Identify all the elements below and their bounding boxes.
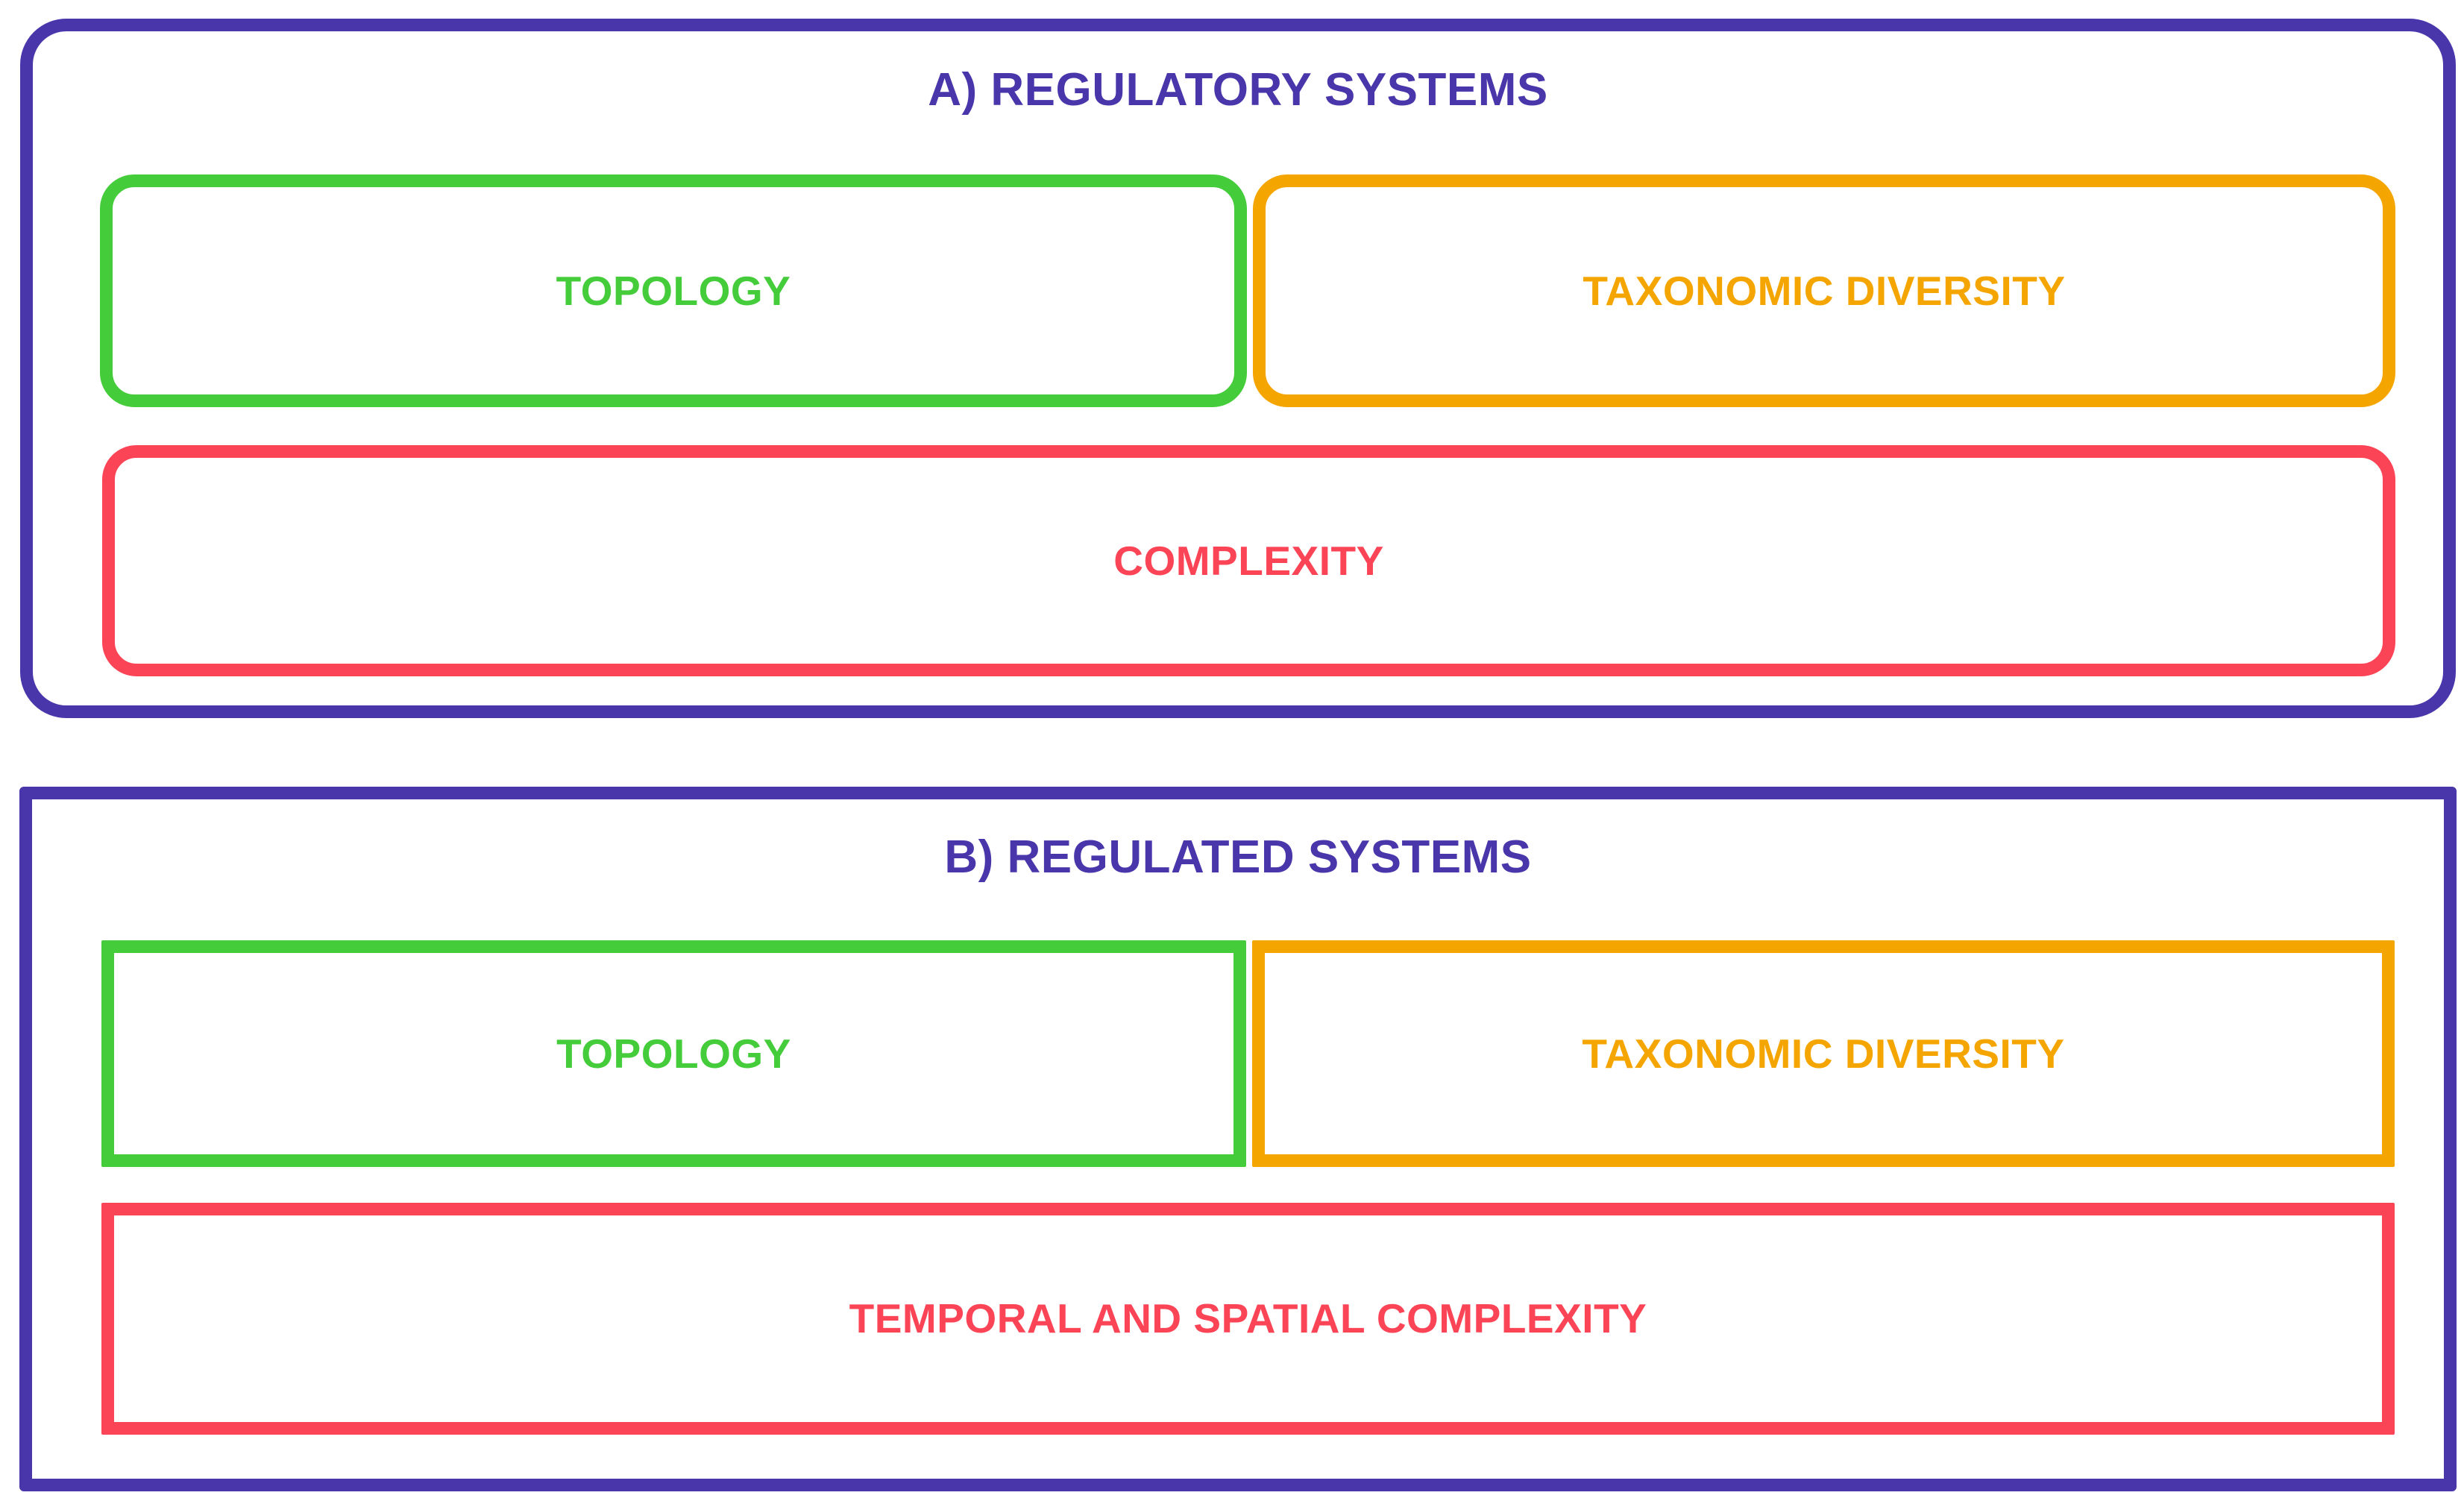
panel-b-topology-label: TOPOLOGY — [556, 1030, 791, 1077]
panel-b-box-temporal-spatial-complexity: TEMPORAL AND SPATIAL COMPLEXITY — [101, 1203, 2395, 1435]
panel-a-topology-label: TOPOLOGY — [556, 267, 791, 314]
panel-b-box-taxonomic-diversity: TAXONOMIC DIVERSITY — [1252, 940, 2395, 1167]
panel-a-box-taxonomic-diversity: TAXONOMIC DIVERSITY — [1253, 174, 2395, 407]
panel-a-box-complexity: COMPLEXITY — [102, 445, 2395, 676]
panel-b-title: B) REGULATED SYSTEMS — [944, 831, 1532, 883]
panel-b-taxonomic-diversity-label: TAXONOMIC DIVERSITY — [1582, 1030, 2065, 1077]
panel-a-title: A) REGULATORY SYSTEMS — [928, 64, 1548, 116]
panel-a-taxonomic-diversity-label: TAXONOMIC DIVERSITY — [1583, 267, 2066, 314]
panel-a-box-topology: TOPOLOGY — [100, 174, 1247, 407]
panel-b-temporal-spatial-complexity-label: TEMPORAL AND SPATIAL COMPLEXITY — [849, 1295, 1647, 1341]
panel-a-complexity-label: COMPLEXITY — [1113, 537, 1384, 584]
panel-regulatory-systems: A) REGULATORY SYSTEMS TOPOLOGY TAXONOMIC… — [20, 19, 2456, 718]
panel-b-box-topology: TOPOLOGY — [101, 940, 1246, 1167]
panel-regulated-systems: B) REGULATED SYSTEMS TOPOLOGY TAXONOMIC … — [19, 787, 2457, 1491]
